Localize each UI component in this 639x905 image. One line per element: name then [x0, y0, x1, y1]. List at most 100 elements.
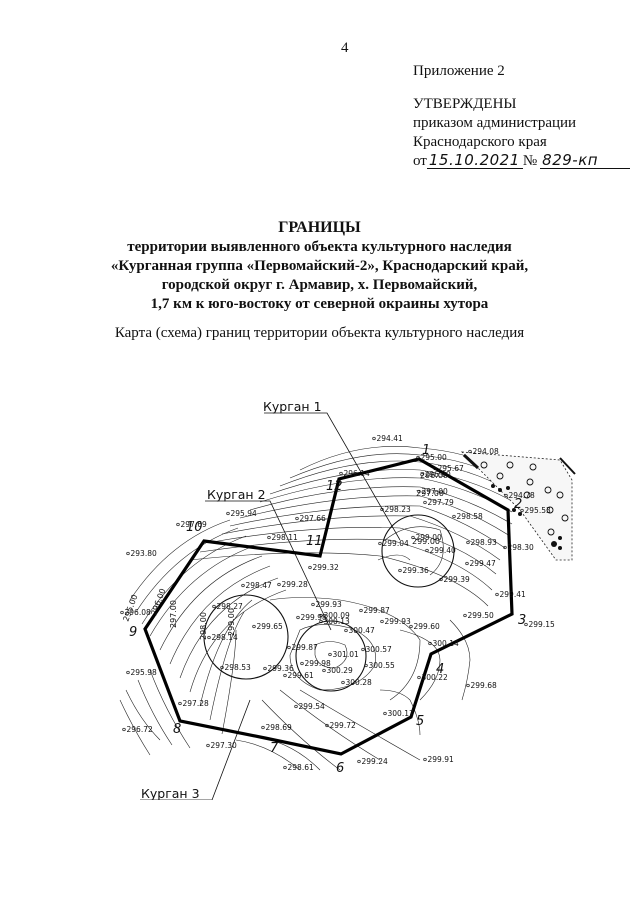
- title-line-1: территории выявленного объекта культурно…: [127, 239, 512, 255]
- spot-height-marker: [341, 680, 345, 685]
- spot-height-value: 299.54: [299, 702, 325, 711]
- spot-height-value: 300.17: [388, 709, 414, 718]
- spot-height-marker: [294, 704, 298, 709]
- svg-text:7: 7: [270, 741, 279, 756]
- spot-height-value: 294.08: [473, 447, 499, 456]
- spot-height-value: 299.87: [364, 606, 390, 615]
- spot-height-marker: [300, 661, 304, 666]
- spot-height-marker: [126, 551, 130, 556]
- spot-height-marker: [520, 508, 524, 513]
- spot-height-value: 299.68: [471, 681, 497, 690]
- spot-height-value: 297.69: [181, 520, 207, 529]
- spot-height-marker: [428, 641, 432, 646]
- spot-height-value: 297.66: [300, 514, 326, 523]
- kurgan-circles: [203, 514, 455, 692]
- spot-height-value: 299.65: [257, 622, 283, 631]
- spot-height-marker: [252, 624, 256, 629]
- spot-height-marker: [468, 449, 472, 454]
- spot-height-marker: [409, 624, 413, 629]
- title-line-4: 1,7 км к юго-востоку от северной окраины…: [150, 296, 489, 312]
- spot-height-value: 298.61: [288, 763, 314, 772]
- boundary-polygon: [143, 457, 514, 756]
- boundary-map: 1 2 3 4 5 6 7 8 9 10 11 12 296.00 297.00…: [119, 399, 576, 800]
- svg-text:9: 9: [129, 625, 137, 640]
- title-line-2: «Курганная группа «Первомайский-2», Крас…: [110, 258, 529, 274]
- spot-height-marker: [433, 466, 437, 471]
- spot-height-marker: [263, 666, 267, 671]
- spot-height-marker: [296, 615, 300, 620]
- spot-height-value: 299.72: [330, 721, 356, 730]
- spot-height-value: 300.57: [366, 645, 392, 654]
- spot-height-value: 299.40: [430, 546, 456, 555]
- spot-heights: 294.41295.00295.67296.00294.08296.14297.…: [120, 434, 555, 772]
- spot-height-marker: [319, 619, 323, 624]
- svg-text:299.00: 299.00: [227, 608, 236, 636]
- spot-height-marker: [380, 619, 384, 624]
- svg-text:2: 2: [514, 497, 522, 512]
- spot-height-marker: [378, 541, 382, 546]
- svg-text:4: 4: [436, 662, 444, 677]
- spot-height-value: 298.27: [217, 602, 243, 611]
- svg-text:12: 12: [326, 479, 343, 494]
- spot-height-marker: [311, 602, 315, 607]
- map-caption: Карта (схема) границ территории объекта …: [114, 325, 525, 341]
- spot-height-value: 295.98: [131, 668, 157, 677]
- spot-height-marker: [357, 759, 361, 764]
- spot-height-value: 299.60: [414, 622, 440, 631]
- svg-text:10: 10: [186, 520, 203, 535]
- spot-height-value: 297.79: [428, 498, 454, 507]
- spot-height-marker: [383, 711, 387, 716]
- spot-height-marker: [319, 613, 323, 618]
- spot-height-marker: [283, 765, 287, 770]
- kurgan-3-label: Курган 3: [141, 786, 200, 800]
- svg-text:296.00: 296.00: [420, 471, 448, 480]
- spot-height-marker: [380, 507, 384, 512]
- order-date: 15.10.2021: [426, 153, 523, 169]
- kurgan-2-circle: [295, 620, 367, 692]
- spot-height-value: 299.36: [268, 664, 294, 673]
- spot-height-marker: [361, 647, 365, 652]
- spot-height-marker: [325, 723, 329, 728]
- spot-height-marker: [261, 725, 265, 730]
- spot-height-marker: [359, 608, 363, 613]
- spot-height-value: 299.87: [292, 643, 318, 652]
- spot-height-marker: [295, 516, 299, 521]
- spot-height-value: 294.78: [509, 491, 535, 500]
- spot-height-value: 299.93: [316, 600, 342, 609]
- spot-height-marker: [308, 565, 312, 570]
- spot-height-marker: [178, 701, 182, 706]
- spot-height-value: 298.23: [385, 505, 411, 514]
- spot-height-marker: [344, 628, 348, 633]
- spot-height-value: 298.69: [266, 723, 292, 732]
- kurgan-1-label: Курган 1: [263, 399, 322, 414]
- vertex-labels: 1 2 3 4 5 6 7 8 9 10 11 12: [129, 443, 526, 776]
- spot-height-marker: [220, 665, 224, 670]
- wooded-area: [460, 451, 576, 561]
- kurgan-1-circle: [381, 514, 455, 588]
- spot-height-value: 299.93: [385, 617, 411, 626]
- spot-height-value: 297.00: [422, 487, 448, 496]
- spot-height-marker: [287, 645, 291, 650]
- spot-height-value: 296.72: [127, 725, 153, 734]
- spot-height-value: 296.00: [425, 470, 451, 479]
- svg-text:1: 1: [422, 443, 430, 458]
- kurgan-3-circle: [203, 594, 289, 680]
- spot-height-value: 300.29: [327, 666, 353, 675]
- approved-by-line2: Краснодарского края: [413, 134, 547, 150]
- spot-height-marker: [411, 535, 415, 540]
- spot-height-value: 293.80: [131, 549, 157, 558]
- spot-height-value: 299.15: [529, 620, 555, 629]
- spot-height-marker: [277, 582, 281, 587]
- spot-height-marker: [120, 610, 124, 615]
- spot-height-value: 298.53: [225, 663, 251, 672]
- spot-height-value: 300.13: [324, 617, 350, 626]
- svg-text:5: 5: [416, 714, 424, 729]
- svg-text:297.00: 297.00: [416, 489, 444, 498]
- spot-height-value: 297.30: [211, 741, 237, 750]
- spot-height-value: 299.36: [403, 566, 429, 575]
- svg-text:8: 8: [173, 722, 181, 737]
- svg-text:3: 3: [518, 613, 526, 628]
- spot-height-marker: [524, 622, 528, 627]
- spot-height-marker: [212, 604, 216, 609]
- spot-height-value: 299.41: [500, 590, 526, 599]
